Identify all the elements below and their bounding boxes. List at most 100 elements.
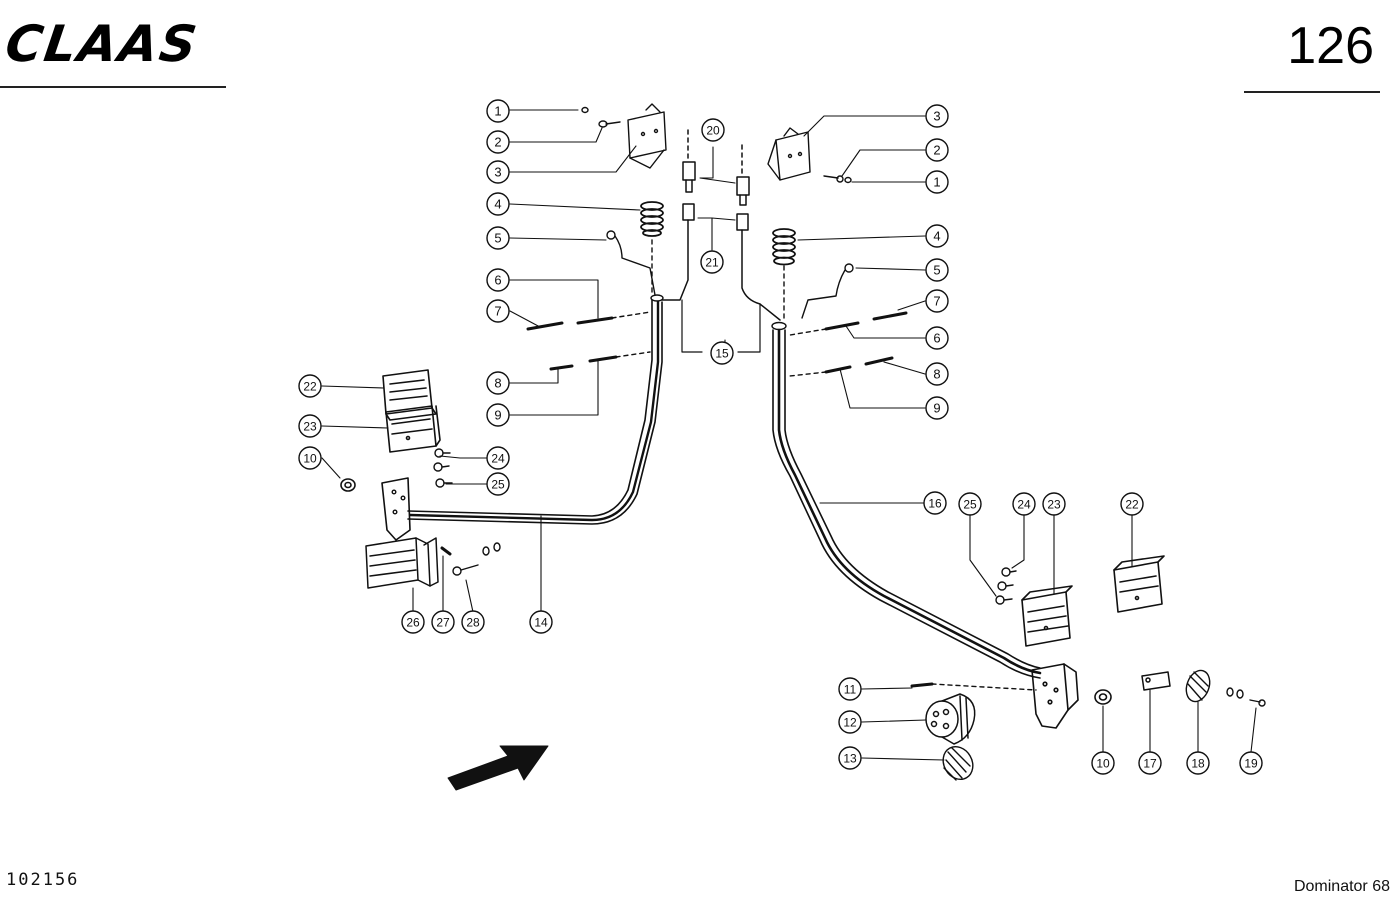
callout-number: 6 xyxy=(933,331,940,346)
callout-2: 2 xyxy=(486,130,510,154)
callout-number: 18 xyxy=(1191,757,1205,771)
callout-5: 5 xyxy=(925,258,949,282)
right-bracket-tube-16 xyxy=(771,321,1042,679)
right-lamp-22 xyxy=(1113,555,1165,613)
left-spring-4 xyxy=(640,201,664,237)
model-name: Dominator 68 xyxy=(1293,878,1390,895)
header-rule-right xyxy=(1244,91,1380,93)
callout-number: 8 xyxy=(933,367,940,382)
callout-number: 13 xyxy=(843,752,857,766)
callout-number: 24 xyxy=(1017,498,1031,512)
left-bulbs-24 xyxy=(433,448,451,472)
callout-12: 12 xyxy=(838,710,862,734)
left-bracket-tube-14 xyxy=(407,294,664,525)
callout-19: 19 xyxy=(1239,751,1263,775)
leader-lines xyxy=(321,109,1257,761)
callout-3: 3 xyxy=(486,160,510,184)
callout-number: 3 xyxy=(933,109,940,124)
pin-11 xyxy=(910,682,934,688)
callout-number: 6 xyxy=(494,273,501,288)
left-mount-plate xyxy=(381,477,411,541)
right-mount-plate xyxy=(1031,663,1079,729)
clip-17 xyxy=(1141,671,1171,691)
callout-number: 12 xyxy=(843,716,857,730)
callout-number: 14 xyxy=(534,616,548,630)
callout-number: 23 xyxy=(1047,498,1061,512)
callout-number: 10 xyxy=(303,452,317,466)
callout-1: 1 xyxy=(925,170,949,194)
cable-15-bracket xyxy=(681,299,761,353)
callout-number: 28 xyxy=(466,616,480,630)
callout-10: 10 xyxy=(1091,751,1115,775)
socket-12 xyxy=(925,693,976,745)
callout-13: 13 xyxy=(838,746,862,770)
left-reflector-26 xyxy=(365,537,439,589)
right-washer-1 xyxy=(844,176,852,184)
callout-number: 22 xyxy=(303,380,317,394)
page-number: 126 xyxy=(1287,17,1374,75)
callout-number: 7 xyxy=(933,294,940,309)
callout-number: 5 xyxy=(933,263,940,278)
right-grommet-10 xyxy=(1094,689,1112,705)
callout-20: 20 xyxy=(701,118,725,142)
callout-27: 27 xyxy=(431,610,455,634)
callout-number: 9 xyxy=(494,408,501,423)
callout-number: 1 xyxy=(494,104,501,119)
left-lamp-23 xyxy=(385,405,441,453)
callout-4: 4 xyxy=(925,224,949,248)
callout-number: 2 xyxy=(933,143,940,158)
callout-number: 23 xyxy=(303,420,317,434)
connector-21-right xyxy=(736,213,781,321)
callout-25: 25 xyxy=(958,492,982,516)
callout-number: 8 xyxy=(494,376,501,391)
document-number: 102156 xyxy=(6,870,80,890)
left-screw-2 xyxy=(598,120,621,128)
callout-16: 16 xyxy=(923,491,947,515)
arrow-right-up-icon xyxy=(447,745,549,791)
callout-10: 10 xyxy=(298,446,322,470)
callout-number: 17 xyxy=(1143,757,1157,771)
callout-17: 17 xyxy=(1138,751,1162,775)
callout-number: 26 xyxy=(406,616,420,630)
callout-11: 11 xyxy=(838,677,862,701)
right-pin-7 xyxy=(872,311,908,321)
connector-20-right xyxy=(736,144,750,206)
left-lamp-22 xyxy=(382,369,437,421)
left-grommet-10 xyxy=(340,478,356,492)
callout-number: 10 xyxy=(1096,757,1110,771)
left-bolt-28 xyxy=(452,542,501,576)
left-pin-6 xyxy=(576,316,614,325)
left-pin-8 xyxy=(549,364,574,371)
left-bulb-25 xyxy=(435,478,453,488)
screw-19 xyxy=(1226,687,1266,707)
callout-number: 27 xyxy=(436,616,450,630)
callout-26: 26 xyxy=(401,610,425,634)
right-pin-9 xyxy=(824,365,852,374)
cover-13 xyxy=(942,745,974,781)
left-pin-9 xyxy=(588,355,618,363)
left-washer-1 xyxy=(581,106,589,114)
callout-8: 8 xyxy=(486,371,510,395)
callout-number: 5 xyxy=(494,231,501,246)
callout-number: 2 xyxy=(494,135,501,150)
callout-number: 1 xyxy=(933,175,940,190)
callout-4: 4 xyxy=(486,192,510,216)
callout-number: 22 xyxy=(1125,498,1139,512)
callout-number: 4 xyxy=(494,197,501,212)
callout-number: 7 xyxy=(494,304,501,319)
right-lamp-23 xyxy=(1021,585,1073,647)
left-wire-5 xyxy=(606,230,656,296)
callout-number: 9 xyxy=(933,401,940,416)
callout-28: 28 xyxy=(461,610,485,634)
callout-number: 3 xyxy=(494,165,501,180)
callout-number: 25 xyxy=(963,498,977,512)
callout-number: 16 xyxy=(928,497,942,511)
callout-number: 25 xyxy=(491,478,505,492)
callout-21: 21 xyxy=(700,250,724,274)
callout-15: 15 xyxy=(710,341,734,365)
callout-8: 8 xyxy=(925,362,949,386)
callout-18: 18 xyxy=(1186,751,1210,775)
callout-23: 23 xyxy=(298,414,322,438)
